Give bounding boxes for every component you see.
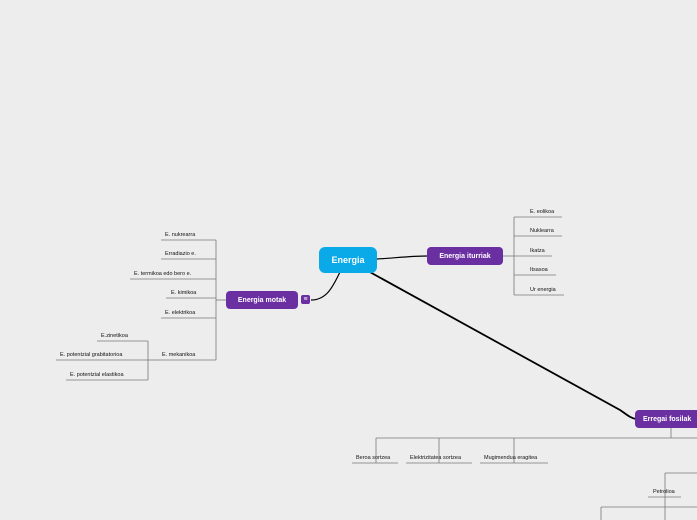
leaf-elektrizitatea-sortzea[interactable]: Elektrizitatea sortzea	[410, 455, 462, 461]
leaf-mekanikoa[interactable]: E. mekanikoa	[162, 352, 196, 358]
leaf-erradiazio[interactable]: Erradiazio e.	[165, 251, 196, 257]
central-topic[interactable]: Energia	[319, 247, 377, 273]
branch-erregai-fosilak[interactable]: Erregai fosilak	[635, 410, 697, 428]
branch-energia-motak[interactable]: Energia motak	[226, 291, 298, 309]
leaf-potentzial-grabitatorioa[interactable]: E. potentzial grabitatorioa	[60, 352, 123, 358]
branch-energia-iturriak-label: Energia iturriak	[439, 252, 491, 260]
leaf-nukrearra[interactable]: E. nukrearra	[165, 232, 196, 238]
branch-energia-iturriak[interactable]: Energia iturriak	[427, 247, 503, 265]
leaf-beroa-sortzea[interactable]: Beroa sortzea	[356, 455, 391, 461]
leaf-petrolioa[interactable]: Petrolioa	[653, 489, 675, 495]
leaf-ur-energia[interactable]: Ur energia	[530, 287, 556, 293]
leaf-zinetikoa[interactable]: E.zinetikoa	[101, 333, 128, 339]
leaf-nuklearra[interactable]: Nuklearra	[530, 228, 554, 234]
leaf-kimikoa[interactable]: E. kimikoa	[171, 290, 197, 296]
leaf-eolikoa[interactable]: E. eolikoa	[530, 209, 555, 215]
central-topic-label: Energia	[331, 255, 365, 265]
branch-erregai-fosilak-label: Erregai fosilak	[643, 415, 692, 423]
leaf-ikatza[interactable]: Ikatza	[530, 248, 545, 254]
leaf-itsasoa[interactable]: Itsasoa	[530, 267, 548, 273]
leaf-mugimendua-eragitea[interactable]: Mugimendua eragitea	[484, 455, 538, 461]
leaf-potentzial-elastikoa[interactable]: E. potentzial elastikoa	[70, 372, 124, 378]
leaf-termikoa[interactable]: E. termikoa edo bero e.	[134, 271, 192, 277]
branch-energia-motak-label: Energia motak	[237, 296, 287, 304]
list-icon[interactable]: ≡	[301, 295, 310, 304]
leaf-elektrikoa[interactable]: E. elektrikoa	[165, 310, 196, 316]
